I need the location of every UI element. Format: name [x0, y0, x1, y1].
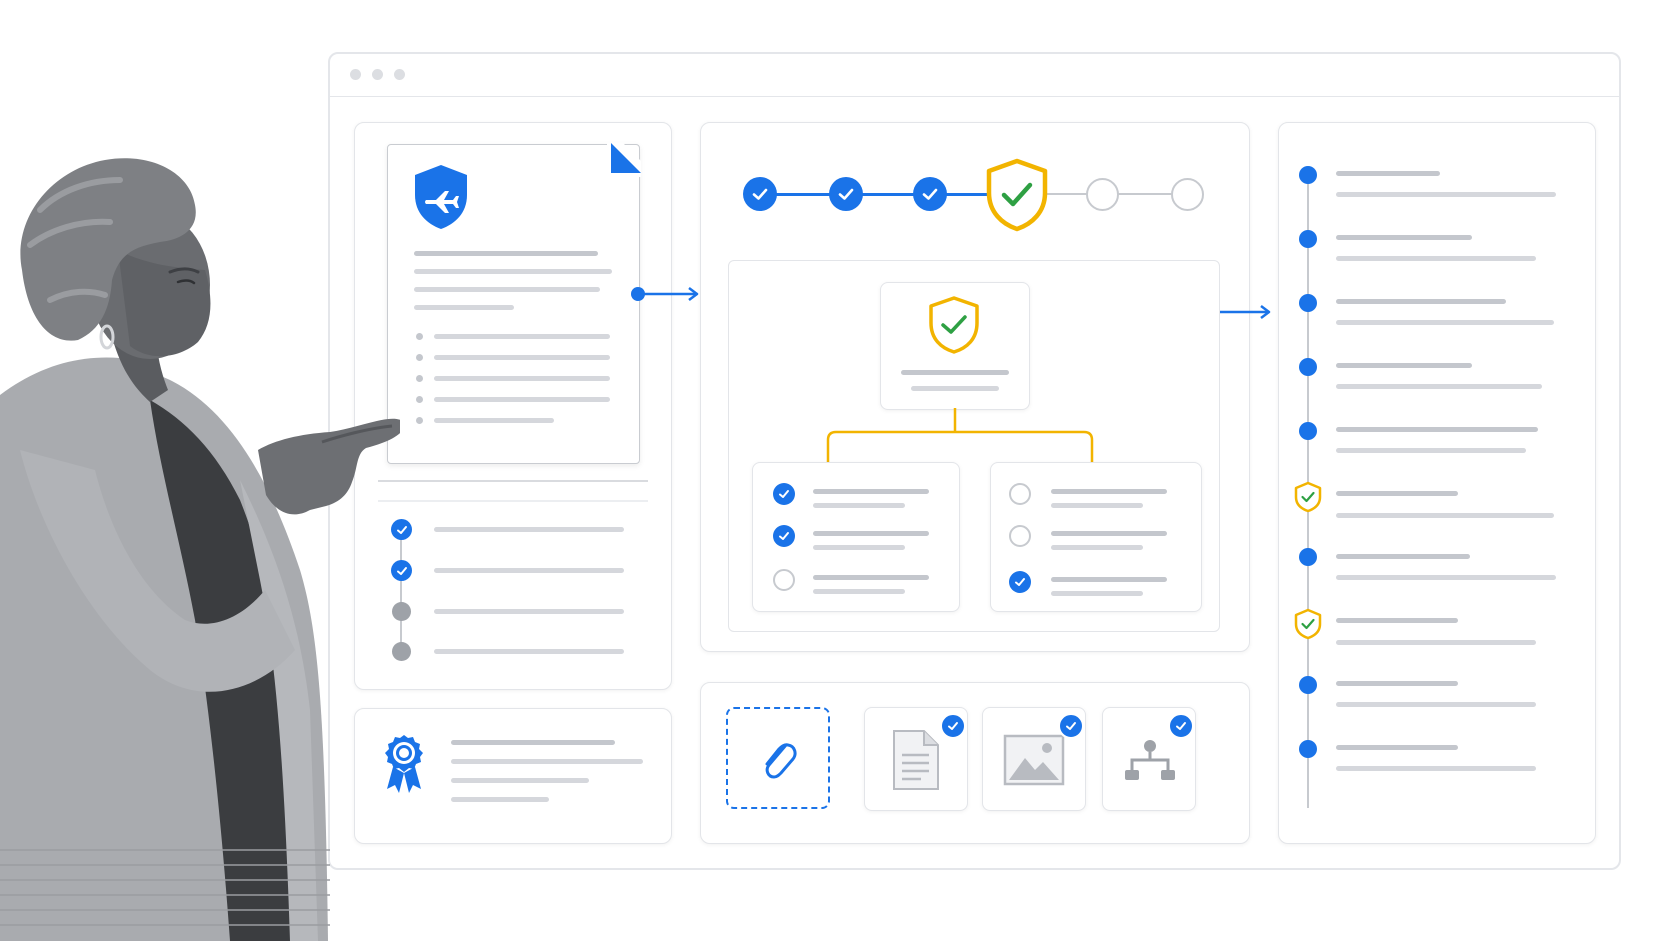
certification-card[interactable]	[354, 708, 672, 844]
divider	[378, 500, 648, 502]
policy-document[interactable]	[387, 143, 641, 464]
window-titlebar	[330, 54, 1619, 97]
verified-check-icon	[1168, 713, 1194, 739]
hierarchy-icon	[1125, 740, 1175, 780]
shield-check-icon[interactable]	[1294, 481, 1322, 513]
step-pending-icon[interactable]	[1171, 178, 1204, 211]
window-dot-close[interactable]	[350, 69, 361, 80]
step-complete-icon[interactable]	[829, 177, 863, 211]
attachment-dropzone[interactable]	[726, 707, 830, 809]
timeline-panel	[1278, 122, 1596, 844]
progress-stepper	[740, 158, 1210, 232]
shield-airplane-icon	[415, 165, 467, 229]
check-icon[interactable]	[773, 525, 795, 547]
verified-check-icon	[940, 713, 966, 739]
unchecked-icon[interactable]	[1009, 525, 1031, 547]
arrow-right-icon	[1220, 305, 1271, 319]
shield-check-icon[interactable]	[1294, 608, 1322, 640]
arrow-right-icon	[631, 287, 699, 301]
timeline-event-dot[interactable]	[1299, 676, 1317, 694]
unchecked-icon[interactable]	[773, 569, 795, 591]
step-complete-icon[interactable]	[743, 177, 777, 211]
paperclip-icon	[765, 743, 797, 779]
branch-checklist-left	[752, 462, 960, 612]
timeline-event-dot[interactable]	[1299, 166, 1317, 184]
image-icon	[1003, 734, 1065, 786]
verified-check-icon	[1058, 713, 1084, 739]
branch-checklist-right	[990, 462, 1202, 612]
check-icon[interactable]	[1009, 571, 1031, 593]
pending-step-icon[interactable]	[392, 642, 411, 661]
divider	[378, 480, 648, 482]
unchecked-icon[interactable]	[1009, 483, 1031, 505]
document-corner-fold-icon	[607, 143, 641, 177]
timeline-event-dot[interactable]	[1299, 358, 1317, 376]
approval-node[interactable]	[880, 282, 1030, 410]
checklist-rail	[400, 530, 402, 654]
check-icon[interactable]	[391, 560, 412, 581]
shield-check-icon[interactable]	[984, 158, 1050, 232]
document-icon	[893, 730, 939, 790]
presenter-figure	[0, 158, 400, 941]
timeline-event-dot[interactable]	[1299, 422, 1317, 440]
window-dot-minimize[interactable]	[372, 69, 383, 80]
ribbon-badge-icon	[385, 735, 423, 793]
check-icon[interactable]	[773, 483, 795, 505]
check-icon[interactable]	[391, 519, 412, 540]
timeline-event-dot[interactable]	[1299, 548, 1317, 566]
tree-connector	[826, 408, 1094, 464]
timeline-event-dot[interactable]	[1299, 740, 1317, 758]
shield-check-icon	[929, 296, 979, 354]
step-pending-icon[interactable]	[1086, 178, 1119, 211]
window-dot-maximize[interactable]	[394, 69, 405, 80]
pending-step-icon[interactable]	[392, 602, 411, 621]
timeline-event-dot[interactable]	[1299, 230, 1317, 248]
checklist	[390, 518, 640, 668]
timeline-event-dot[interactable]	[1299, 294, 1317, 312]
step-complete-icon[interactable]	[913, 177, 947, 211]
